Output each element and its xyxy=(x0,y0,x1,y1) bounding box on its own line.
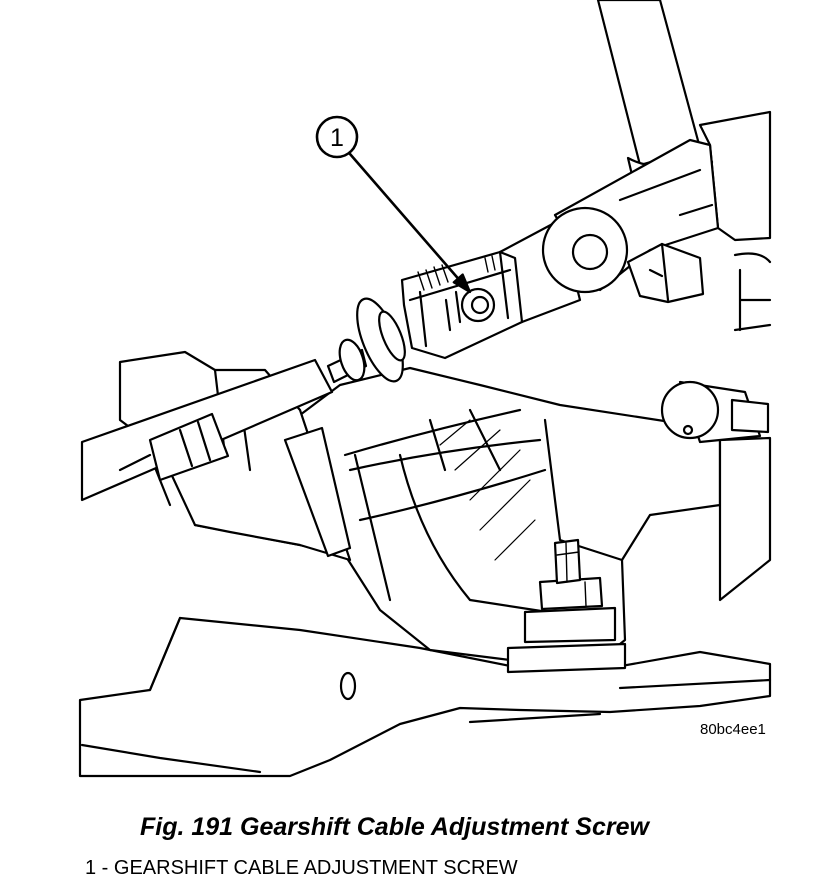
mounting-stud xyxy=(553,538,582,585)
gearshift-lever xyxy=(596,0,702,167)
housing-shading-lines xyxy=(439,419,536,561)
callout-circle xyxy=(315,115,359,159)
mounting-hex xyxy=(538,576,604,611)
clip-detail xyxy=(648,242,670,302)
adjustment-screw-hex xyxy=(444,290,462,332)
figure-legend-item: 1 - GEARSHIFT CABLE ADJUSTMENT SCREW xyxy=(85,857,518,879)
floor-pan-edge xyxy=(80,616,772,774)
callout-leader-line xyxy=(348,152,464,285)
housing-rivet xyxy=(682,424,694,436)
shift-arm-detail xyxy=(618,168,714,217)
mounting-stud-thread xyxy=(556,542,587,607)
adjuster-serrations xyxy=(417,255,496,291)
gearshift-illustration: 1 xyxy=(78,0,772,778)
shift-cable-grommet xyxy=(148,412,230,482)
shift-pivot-pin xyxy=(571,233,609,271)
shift-cable-ring xyxy=(118,420,212,472)
callout-arrowhead xyxy=(452,273,472,294)
adjustment-screw-head xyxy=(470,295,490,315)
mounting-flange xyxy=(523,606,617,644)
callout-number: 1 xyxy=(330,124,344,152)
mounting-nut-washer xyxy=(506,642,627,674)
housing-curved-panel xyxy=(343,408,624,622)
pivot-bushing-end xyxy=(660,380,720,440)
right-housing-lower xyxy=(718,436,772,602)
right-housing-detail xyxy=(733,252,772,332)
floor-pan-hole xyxy=(339,671,357,701)
cable-end-washer-small xyxy=(338,338,366,382)
figure-caption: Fig. 191 Gearshift Cable Adjustment Scre… xyxy=(140,813,649,841)
cable-bracket-tab xyxy=(283,426,352,558)
bushing-bolt xyxy=(730,398,770,434)
cable-end-bushing xyxy=(378,310,406,362)
image-code: 80bc4ee1 xyxy=(700,721,766,738)
